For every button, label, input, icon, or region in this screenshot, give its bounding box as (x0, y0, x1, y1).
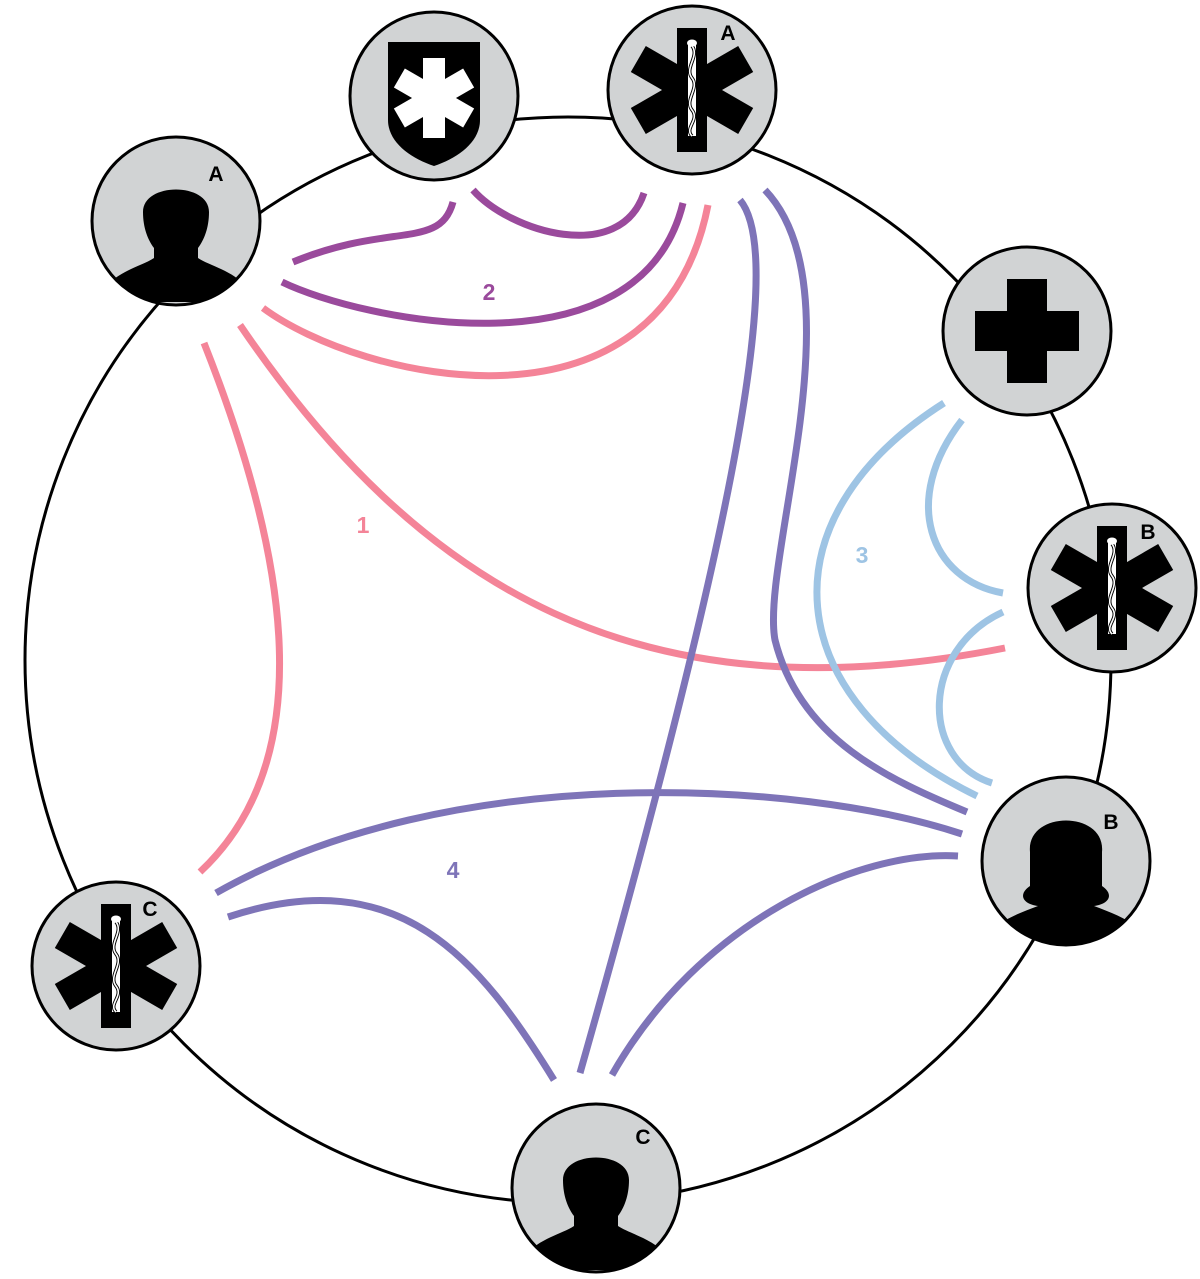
shield-asterisk-icon (388, 42, 480, 166)
connection-curve-group-2 (470, 187, 648, 239)
cross-icon (975, 279, 1079, 383)
connection-curve-group-1 (197, 341, 284, 875)
node-letter-person-a: A (208, 163, 223, 186)
group-label-4: 4 (447, 857, 460, 883)
node-star-of-life-b: B (1026, 502, 1198, 674)
group-label-2: 2 (483, 279, 496, 305)
connection-curve-group-4 (214, 789, 964, 897)
node-person-c: C (510, 1102, 682, 1274)
connection-curve-group-1 (260, 204, 712, 380)
node-letter-star-of-life-b: B (1140, 521, 1155, 544)
connection-curve-group-1 (237, 323, 1006, 672)
connection-curve-group-2 (280, 202, 687, 327)
node-person-b: B (980, 775, 1152, 947)
connection-curve-group-3 (925, 417, 1004, 597)
connection-curve-group-4 (226, 897, 557, 1082)
link-layer (197, 187, 1006, 1082)
node-star-of-life-a: A (606, 4, 778, 176)
connection-curve-group-2 (291, 200, 457, 266)
node-letter-person-c: C (635, 1126, 650, 1149)
node-letter-person-b: B (1103, 811, 1118, 834)
node-person-a: A (90, 135, 262, 307)
connection-curve-group-4 (576, 197, 760, 1074)
node-star-of-life-c: C (30, 880, 202, 1052)
group-label-3: 3 (856, 542, 869, 568)
node-letter-star-of-life-a: A (720, 22, 735, 45)
connection-curve-group-4 (762, 187, 969, 816)
group-label-1: 1 (357, 512, 370, 538)
node-cross (941, 245, 1113, 417)
connection-curve-group-3 (935, 608, 1005, 787)
connection-curve-group-4 (608, 852, 959, 1077)
connection-curve-group-3 (813, 400, 979, 800)
node-shield (348, 10, 520, 182)
node-letter-star-of-life-c: C (142, 898, 157, 921)
